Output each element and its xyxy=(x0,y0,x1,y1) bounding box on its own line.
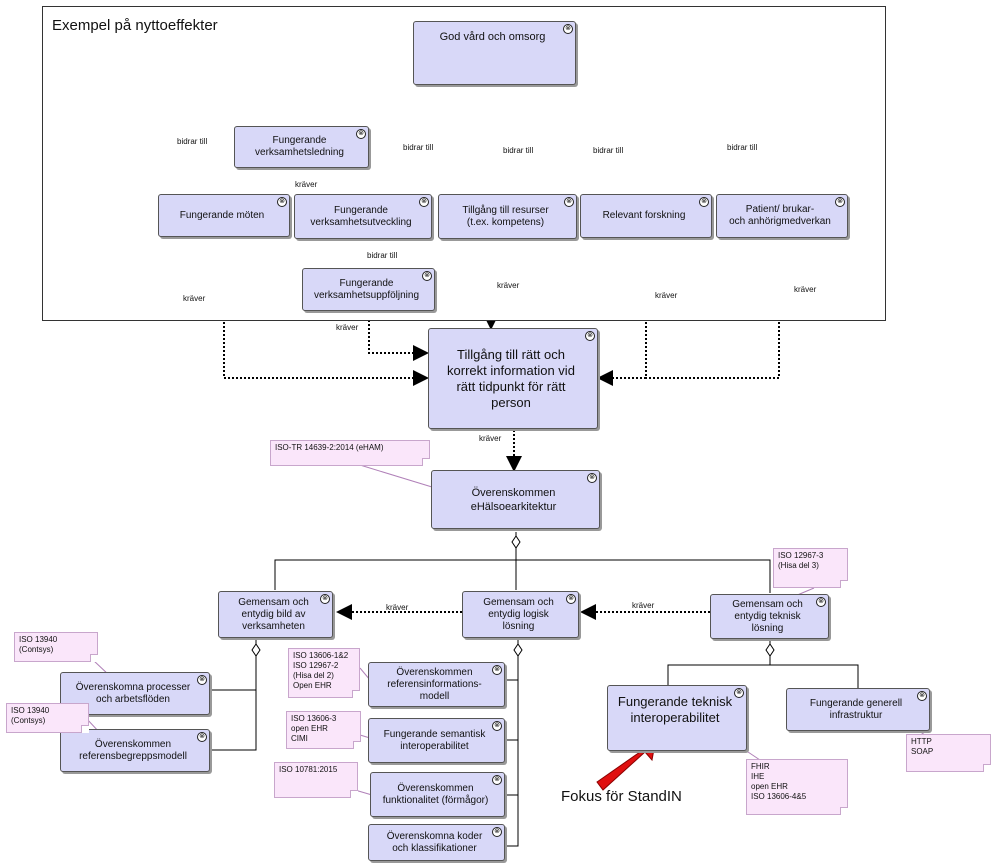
note-http-soap: HTTP SOAP xyxy=(906,734,991,772)
node-uppfoljning[interactable]: Fungerande verksamhetsuppföljning⊗ xyxy=(302,268,435,311)
node-label: Fungerande teknisk interoperabilitet xyxy=(617,694,733,725)
node-forskning[interactable]: Relevant forskning ⊗ xyxy=(580,194,712,238)
node-label: Överenskomna koder och klassifikationer xyxy=(386,830,483,854)
node-patient[interactable]: Patient/ brukar- och anhörigmedverkan ⊗ xyxy=(716,194,848,238)
goal-icon: ⊗ xyxy=(492,775,502,785)
goal-icon: ⊗ xyxy=(277,197,287,207)
goal-icon: ⊗ xyxy=(197,675,207,685)
node-tillgang[interactable]: Tillgång till rätt och korrekt informati… xyxy=(428,328,598,429)
focus-label: Fokus för StandIN xyxy=(561,788,682,805)
goal-icon: ⊗ xyxy=(734,688,744,698)
edge-label-kraver: kräver xyxy=(386,603,409,612)
goal-icon: ⊗ xyxy=(563,24,573,34)
goal-icon: ⊗ xyxy=(422,271,432,281)
node-ehalso[interactable]: Överenskommen eHälsoearkitektur ⊗ xyxy=(431,470,600,529)
node-label: Tillgång till resurser (t.ex. kompetens) xyxy=(462,204,549,228)
edge-label-bidrar: bidrar till xyxy=(503,146,534,155)
node-infrastruktur[interactable]: Fungerande generell infrastruktur ⊗ xyxy=(786,688,930,731)
node-koder[interactable]: Överenskomna koder och klassifikationer ⊗ xyxy=(368,824,505,861)
node-god-vard[interactable]: God vård och omsorg ⊗ xyxy=(413,21,576,85)
note-fhir: FHIR IHE open EHR ISO 13606-4&5 xyxy=(746,759,848,815)
goal-icon: ⊗ xyxy=(320,594,330,604)
note-iso13606-12: ISO 13606-1&2 ISO 12967-2 (Hisa del 2) O… xyxy=(288,648,360,698)
goal-icon: ⊗ xyxy=(492,665,502,675)
note-iso10781: ISO 10781:2015 xyxy=(274,762,358,798)
node-label: Patient/ brukar- och anhörigmedverkan xyxy=(729,204,831,227)
goal-icon: ⊗ xyxy=(699,197,709,207)
note-eham: ISO-TR 14639-2:2014 (eHAM) xyxy=(270,440,430,466)
node-label: Överenskommen referensinformations- mode… xyxy=(387,666,482,702)
node-moten[interactable]: Fungerande möten ⊗ xyxy=(158,194,290,237)
edge-label-kraver: kräver xyxy=(295,180,318,189)
node-verksamhetsledning[interactable]: Fungerande verksamhetsledning ⊗ xyxy=(234,126,369,168)
goal-icon: ⊗ xyxy=(419,197,429,207)
goal-icon: ⊗ xyxy=(585,331,595,341)
edge-label-bidrar: bidrar till xyxy=(177,137,208,146)
goal-icon: ⊗ xyxy=(587,473,597,483)
goal-icon: ⊗ xyxy=(835,197,845,207)
node-label: Fungerande verksamhetsutveckling xyxy=(310,204,412,228)
goal-icon: ⊗ xyxy=(356,129,366,139)
node-label: Överenskommen referensbegreppsmodell xyxy=(79,738,187,762)
edge-label-bidrar: bidrar till xyxy=(593,146,624,155)
node-label: Gemensam och entydig logisk lösning xyxy=(483,596,554,632)
edge-label-kraver: kräver xyxy=(655,291,678,300)
node-begrepp[interactable]: Överenskommen referensbegreppsmodell ⊗ xyxy=(60,729,210,772)
node-label: Fungerande generell infrastruktur xyxy=(809,697,903,721)
node-label: Överenskommen eHälsoearkitektur xyxy=(470,486,557,513)
node-resurser[interactable]: Tillgång till resurser (t.ex. kompetens)… xyxy=(438,194,577,239)
node-label: Fungerande möten xyxy=(179,209,265,221)
node-label: Gemensam och entydig teknisk lösning xyxy=(732,598,803,634)
note-iso13606-3: ISO 13606-3 open EHR CIMI xyxy=(286,711,361,749)
goal-icon: ⊗ xyxy=(564,197,574,207)
edge-label-bidrar: bidrar till xyxy=(367,251,398,260)
edge-label-bidrar: bidrar till xyxy=(403,143,434,152)
node-label: Gemensam och entydig bild av verksamhete… xyxy=(238,596,309,632)
note-contsys-2: ISO 13940 (Contsys) xyxy=(6,703,89,733)
edge-label-kraver: kräver xyxy=(479,434,502,443)
edge-label-kraver: kräver xyxy=(632,601,655,610)
frame-title: Exempel på nyttoeffekter xyxy=(52,17,218,34)
edge-label-kraver: kräver xyxy=(183,294,206,303)
node-logisk[interactable]: Gemensam och entydig logisk lösning ⊗ xyxy=(462,591,579,638)
node-label: Tillgång till rätt och korrekt informati… xyxy=(447,346,575,410)
note-contsys-1: ISO 13940 (Contsys) xyxy=(14,632,98,662)
node-funktionalitet[interactable]: Överenskommen funktionalitet (förmågor)⊗ xyxy=(370,772,505,817)
goal-icon: ⊗ xyxy=(492,721,502,731)
edge-label-kraver: kräver xyxy=(497,281,520,290)
node-bild[interactable]: Gemensam och entydig bild av verksamhete… xyxy=(218,591,333,638)
node-label: Relevant forskning xyxy=(602,210,686,221)
goal-icon: ⊗ xyxy=(917,691,927,701)
node-info-modell[interactable]: Överenskommen referensinformations- mode… xyxy=(368,662,505,707)
node-verksamhetsutveckling[interactable]: Fungerande verksamhetsutveckling ⊗ xyxy=(294,194,432,239)
edge-label-kraver: kräver xyxy=(336,323,359,332)
node-label: Överenskommen funktionalitet (förmågor) xyxy=(382,782,489,806)
node-label: Fungerande semantisk interoperabilitet xyxy=(383,728,486,752)
goal-icon: ⊗ xyxy=(492,827,502,837)
edge-label-bidrar: bidrar till xyxy=(727,143,758,152)
goal-icon: ⊗ xyxy=(566,594,576,604)
node-teknisk[interactable]: Gemensam och entydig teknisk lösning ⊗ xyxy=(710,594,829,639)
node-label: God vård och omsorg xyxy=(439,31,546,43)
node-teknisk-interop[interactable]: Fungerande teknisk interoperabilitet⊗ xyxy=(607,685,747,751)
goal-icon: ⊗ xyxy=(197,732,207,742)
node-label: Fungerande verksamhetsledning xyxy=(255,135,344,158)
note-hisa3: ISO 12967-3 (Hisa del 3) xyxy=(773,548,848,588)
node-label: Fungerande verksamhetsuppföljning xyxy=(313,277,420,301)
node-semantisk[interactable]: Fungerande semantisk interoperabilitet ⊗ xyxy=(368,718,505,763)
goal-icon: ⊗ xyxy=(816,597,826,607)
node-label: Överenskomna processer och arbetsflöden xyxy=(75,681,191,705)
edge-label-kraver: kräver xyxy=(794,285,817,294)
